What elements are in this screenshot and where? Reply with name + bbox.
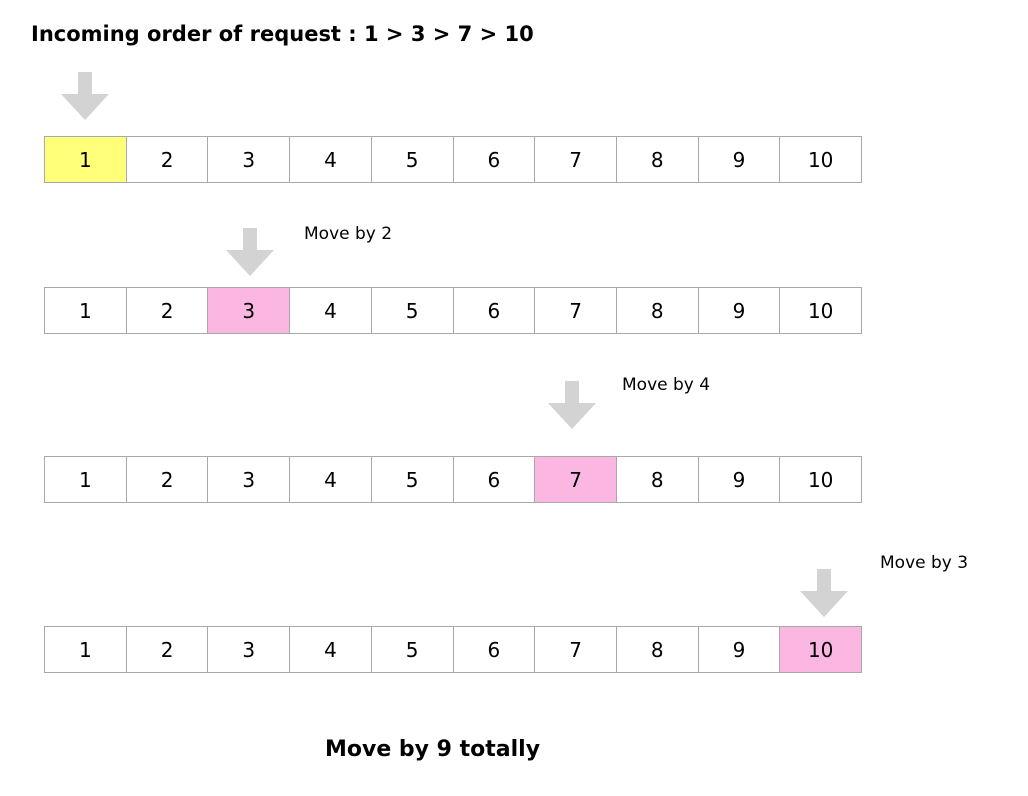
down-arrow-icon bbox=[800, 569, 848, 617]
down-arrow-icon bbox=[61, 72, 109, 120]
cell-4: 4 bbox=[289, 457, 371, 502]
page-title: Incoming order of request : 1 > 3 > 7 > … bbox=[31, 22, 534, 46]
cell-9: 9 bbox=[697, 137, 780, 182]
cell-2: 2 bbox=[125, 288, 208, 333]
cell-4: 4 bbox=[289, 137, 371, 182]
cell-1: 1 bbox=[78, 467, 92, 492]
cell-4: 4 bbox=[289, 288, 371, 333]
cell-7-highlighted: 7 bbox=[534, 457, 616, 502]
cell-3: 3 bbox=[207, 457, 289, 502]
down-arrow-icon bbox=[548, 381, 596, 429]
cell-10-highlighted: 10 bbox=[779, 627, 862, 672]
cell-5: 5 bbox=[370, 137, 453, 182]
cell-8: 8 bbox=[615, 627, 698, 672]
cell-6: 6 bbox=[452, 457, 535, 502]
cell-8: 8 bbox=[615, 137, 698, 182]
down-arrow-icon bbox=[226, 228, 274, 276]
cell-1: 1 bbox=[78, 637, 92, 662]
cell-6: 6 bbox=[452, 288, 535, 333]
cell-7: 7 bbox=[534, 627, 616, 672]
cell-1-highlighted: 1 bbox=[45, 137, 126, 182]
cell-7: 7 bbox=[534, 288, 616, 333]
cell-10: 10 bbox=[779, 288, 861, 333]
cell-2: 2 bbox=[125, 457, 208, 502]
cell-8: 8 bbox=[615, 457, 698, 502]
cell-5: 5 bbox=[370, 457, 453, 502]
cell-2: 2 bbox=[125, 627, 208, 672]
cell-10: 10 bbox=[779, 457, 861, 502]
cell-9: 9 bbox=[697, 457, 780, 502]
cell-3: 3 bbox=[207, 627, 289, 672]
cell-7: 7 bbox=[534, 137, 616, 182]
total-summary: Move by 9 totally bbox=[325, 737, 541, 762]
cell-6: 6 bbox=[452, 627, 535, 672]
cell-8: 8 bbox=[615, 288, 698, 333]
move-label: Move by 4 bbox=[622, 375, 711, 395]
cell-1: 1 bbox=[78, 298, 92, 323]
cell-2: 2 bbox=[125, 137, 208, 182]
cell-9: 9 bbox=[697, 627, 780, 672]
move-label: Move by 2 bbox=[304, 224, 393, 244]
cell-4: 4 bbox=[289, 627, 371, 672]
cell-6: 6 bbox=[452, 137, 535, 182]
cell-10: 10 bbox=[779, 137, 861, 182]
move-label: Move by 3 bbox=[880, 553, 969, 573]
cell-3: 3 bbox=[207, 137, 289, 182]
cell-9: 9 bbox=[697, 288, 780, 333]
cell-5: 5 bbox=[370, 627, 453, 672]
cell-3-highlighted: 3 bbox=[207, 288, 290, 333]
cell-5: 5 bbox=[370, 288, 453, 333]
